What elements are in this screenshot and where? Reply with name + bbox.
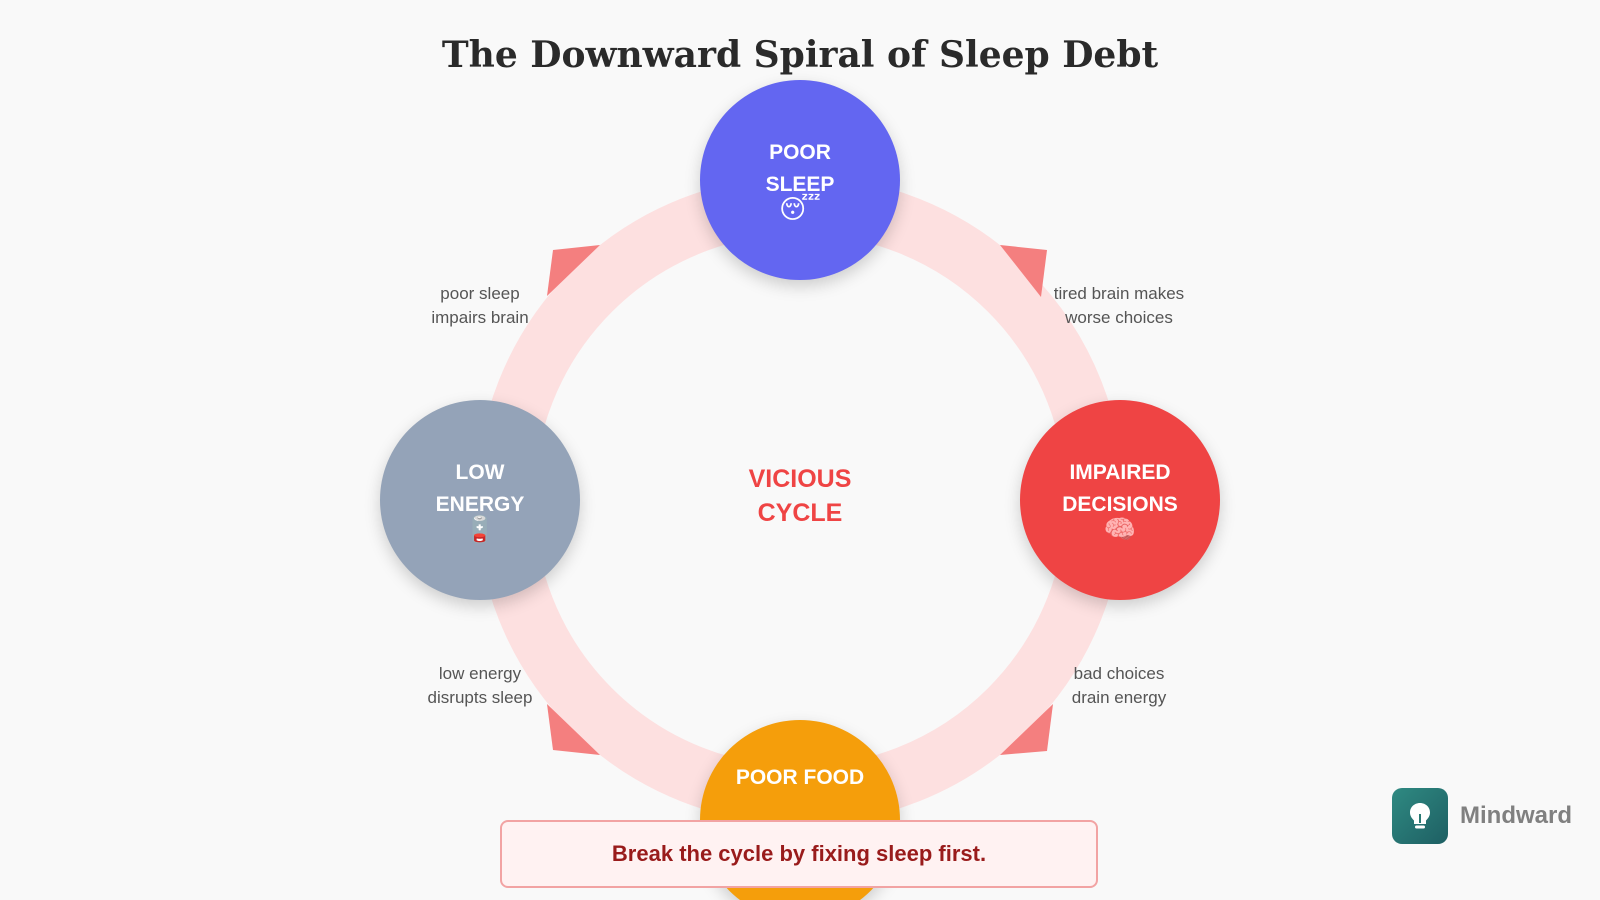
brand-logo: Mindward xyxy=(1392,788,1572,844)
page-title: The Downward Spiral of Sleep Debt xyxy=(441,34,1159,76)
node-label-line: SLEEP xyxy=(765,173,835,196)
node-label: POOR FOOD xyxy=(735,766,865,789)
node-label-line: LOW xyxy=(455,461,505,484)
node-label: LOW ENERGY xyxy=(415,457,545,521)
center-label: VICIOUS CYCLE xyxy=(700,462,900,530)
node-label-line: IMPAIRED xyxy=(1069,461,1171,484)
node-label-line: DECISIONS xyxy=(1062,493,1178,516)
edge-label-line: poor sleep xyxy=(440,284,520,303)
edge-label-sleep-to-decisions: tired brain makes worse choices xyxy=(1024,282,1214,330)
cycle-arrow-bottom-right xyxy=(1000,704,1053,755)
brain-icon: 🧠 xyxy=(1103,515,1137,545)
edge-label-line: disrupts sleep xyxy=(427,688,533,707)
node-label: IMPAIRED DECISIONS xyxy=(1055,457,1185,521)
edge-label-line: worse choices xyxy=(1065,308,1173,327)
callout-banner: Break the cycle by fixing sleep first. xyxy=(500,820,1098,888)
brand-name: Mindward xyxy=(1460,802,1572,829)
node-label: POOR SLEEP xyxy=(735,137,865,201)
node-impaired-decisions: IMPAIRED DECISIONS 🧠 xyxy=(1020,400,1220,600)
node-low-energy: LOW ENERGY 🪫 xyxy=(380,400,580,600)
node-label-line: ENERGY xyxy=(435,493,525,516)
lightbulb-icon xyxy=(1392,788,1448,844)
edge-label-food-to-energy: low energy disrupts sleep xyxy=(385,662,575,710)
cycle-arrow-top-left xyxy=(547,245,600,296)
edge-label-line: tired brain makes xyxy=(1053,284,1185,303)
edge-label-decisions-to-food: bad choices drain energy xyxy=(1024,662,1214,710)
edge-label-line: impairs brain xyxy=(431,308,529,327)
node-label-line: POOR xyxy=(769,141,831,164)
cycle-arrow-bottom-left xyxy=(547,704,600,755)
sleeping-face-icon: 😴 xyxy=(779,195,821,225)
cycle-arrow-top-right xyxy=(1000,245,1047,297)
edge-label-line: drain energy xyxy=(1071,688,1167,707)
node-poor-sleep: POOR SLEEP 😴 xyxy=(700,80,900,280)
edge-label-energy-to-sleep: poor sleep impairs brain xyxy=(385,282,575,330)
edge-label-line: low energy xyxy=(438,664,522,683)
edge-label-line: bad choices xyxy=(1073,664,1165,683)
center-label-line: VICIOUS xyxy=(748,465,852,493)
low-battery-icon: 🪫 xyxy=(463,515,497,545)
center-label-line: CYCLE xyxy=(757,499,843,527)
